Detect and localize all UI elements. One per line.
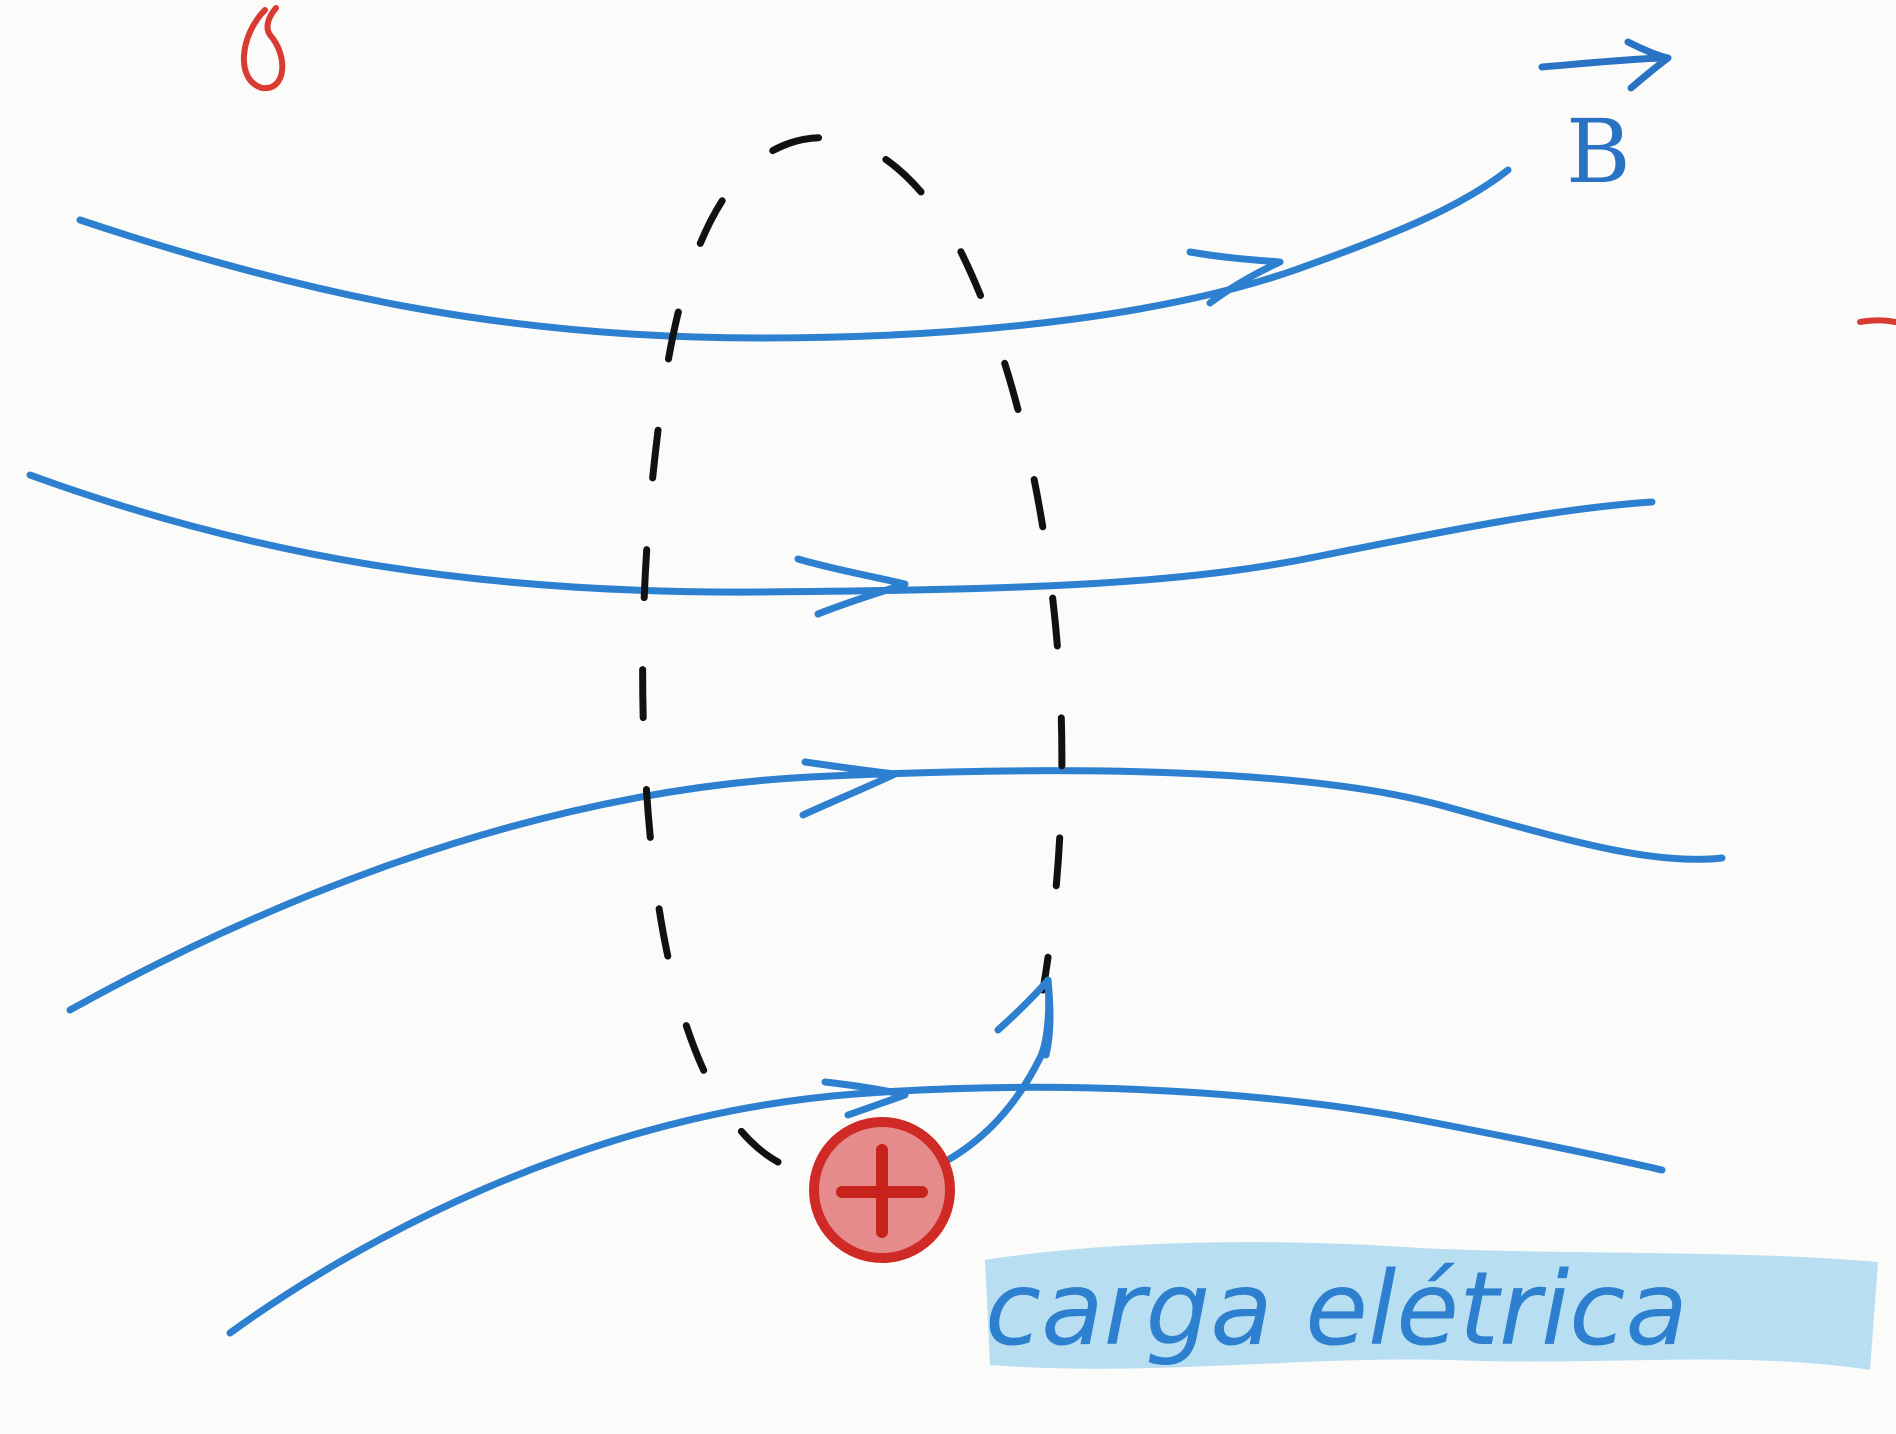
- charge-label-highlight: [985, 1242, 1878, 1370]
- field-line-3: [66, 767, 1726, 1014]
- field-arrow-3: [799, 758, 899, 819]
- field-arrow-2: [794, 555, 909, 618]
- dashed-charge-trajectory: [639, 134, 1066, 1166]
- charge-label: carga elétrica: [985, 1250, 1688, 1369]
- field-line-1: [76, 166, 1512, 342]
- velocity-arrow-head: [994, 976, 1054, 1059]
- charge-plus-icon: [836, 1144, 928, 1238]
- field-symbol: B: [1566, 100, 1631, 203]
- red-drop-mark: [240, 5, 286, 92]
- velocity-curve: [944, 978, 1053, 1164]
- field-line-2: [26, 471, 1656, 596]
- field-arrow-4: [821, 1078, 909, 1119]
- field-arrow-1: [1186, 248, 1284, 307]
- field-line-4: [226, 1083, 1666, 1337]
- red-edge-mark: [1857, 317, 1896, 325]
- field-vector-arrow: [1538, 38, 1672, 92]
